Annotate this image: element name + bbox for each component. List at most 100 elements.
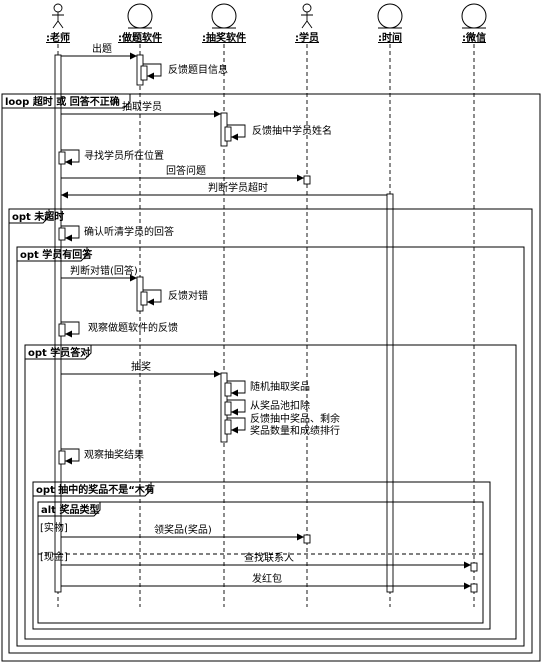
message-m16: 观察抽奖结果 [61,448,144,465]
entity-circle [127,3,153,29]
participant-label: :抽奖软件 [202,31,246,44]
self-message-arrow [227,380,246,397]
message-label: 抽取学员 [122,100,162,113]
activation-bar-teacher [58,151,66,165]
activation-bar-teacher [58,450,66,465]
message-label: 随机抽取奖品 [250,380,310,393]
activation-bar-wechat [470,583,478,593]
message-label: 领奖品(奖品) [154,523,212,536]
frame-label: opt 学员有回答 [20,248,93,261]
participant-quiz: :做题软件 [118,3,162,44]
self-message-arrow [61,149,80,166]
message-m10: 反馈对错 [143,289,208,306]
message-label: 从奖品池扣除 [250,399,310,412]
frame-opt1: opt 未超时 [8,208,533,654]
frame-operator: loop [5,97,29,108]
actor-body [52,12,64,29]
frame-tab [9,209,50,224]
guard-condition: [实物] [40,521,68,534]
activation-bar-teacher [58,227,66,241]
self-message-arrow [143,63,162,80]
message-label: 反馈题目信息 [168,63,228,76]
message-m5: 寻找学员所在位置 [61,149,164,166]
activation-bar-student [303,534,311,544]
self-message-arrow [227,124,246,141]
message-label: 观察做题软件的反馈 [88,321,178,334]
frame-opt2: opt 学员有回答 [16,246,525,647]
frame-opt4: opt 抽中的奖品不是“木有 [32,481,491,630]
activation-bar-quiz [140,65,148,81]
participant-label: :时间 [378,31,402,44]
frame-label: alt 奖品类型 [41,503,99,516]
frame-opt3: opt 学员答对 [24,344,517,640]
message-m3: 抽取学员 [61,100,221,118]
participant-teacher: :老师 [46,3,70,44]
participant-label: :学员 [295,31,319,44]
participant-label: :做题软件 [118,31,162,44]
message-label: 反馈抽中奖品、剩余奖品数量和成绩排行 [250,412,340,437]
message-m15: 反馈抽中奖品、剩余奖品数量和成绩排行 [227,412,340,437]
frame-operator: opt [36,485,55,496]
participant-time: :时间 [377,3,403,44]
activation-bar-time [386,193,394,593]
activation-bar-lottery [224,419,232,435]
message-label: 查找联系人 [244,551,294,564]
frame-label: loop 超时 或 回答不正确 [5,95,120,108]
activation-bar-teacher [54,54,62,593]
participant-lottery: :抽奖软件 [202,3,246,44]
message-m19: 发红包 [61,572,471,590]
activation-bar-student [303,175,311,185]
frame-border [32,481,491,630]
frame-tab [25,345,92,360]
frame-tab [33,482,152,497]
message-m8: 确认听清学员的回答 [61,225,174,242]
message-label: 判断对错(回答) [70,264,138,277]
message-label: 回答问题 [166,164,206,177]
frame-operator: alt [41,505,56,516]
participant-wechat: :微信 [461,3,487,44]
message-label: 反馈抽中学员姓名 [252,124,332,137]
self-message-arrow [227,417,246,434]
activation-bar-wechat [470,562,478,572]
self-message-arrow [61,321,80,338]
participant-label: :微信 [462,31,486,44]
frame-tab [17,247,88,262]
message-m1: 出题 [61,42,137,60]
message-label: 发红包 [252,572,282,585]
message-m12: 抽奖 [61,360,221,378]
activation-bar-quiz [140,291,148,306]
message-m11: 观察做题软件的反馈 [61,321,178,338]
frame-border [1,93,541,662]
participant-label: :老师 [46,31,70,44]
activation-bar-lottery [224,382,232,397]
frame-condition: 抽中的奖品不是“木有 [58,483,155,496]
self-message-arrow [143,289,162,306]
self-message-arrow [61,448,80,465]
message-label: 观察抽奖结果 [84,448,144,461]
message-m6: 回答问题 [61,164,304,182]
message-label: 抽奖 [131,360,151,373]
frame-operator: opt [28,348,47,359]
message-m9: 判断对错(回答) [61,264,138,282]
actor-head [53,3,63,13]
message-label: 确认听清学员的回答 [84,225,174,238]
message-m14: 从奖品池扣除 [227,399,310,416]
actor-body [301,12,313,29]
frame-condition: 学员答对 [50,346,90,359]
participant-student: :学员 [295,3,319,44]
message-m7: 判断学员超时 [61,181,387,199]
frame-label: opt 学员答对 [28,346,90,359]
frame-tab [2,94,131,109]
frame-border [37,501,484,624]
frame-condition: 未超时 [33,210,64,223]
frame-condition: 超时 或 回答不正确 [32,95,120,108]
frame-operator: opt [20,250,39,261]
frame-border [16,246,525,647]
frame-label: opt 未超时 [12,210,64,223]
message-m13: 随机抽取奖品 [227,380,310,397]
frame-operator: opt [12,212,31,223]
self-message-arrow [61,225,80,242]
frame-label: opt 抽中的奖品不是“木有 [36,483,155,496]
self-message-arrow [227,399,246,416]
